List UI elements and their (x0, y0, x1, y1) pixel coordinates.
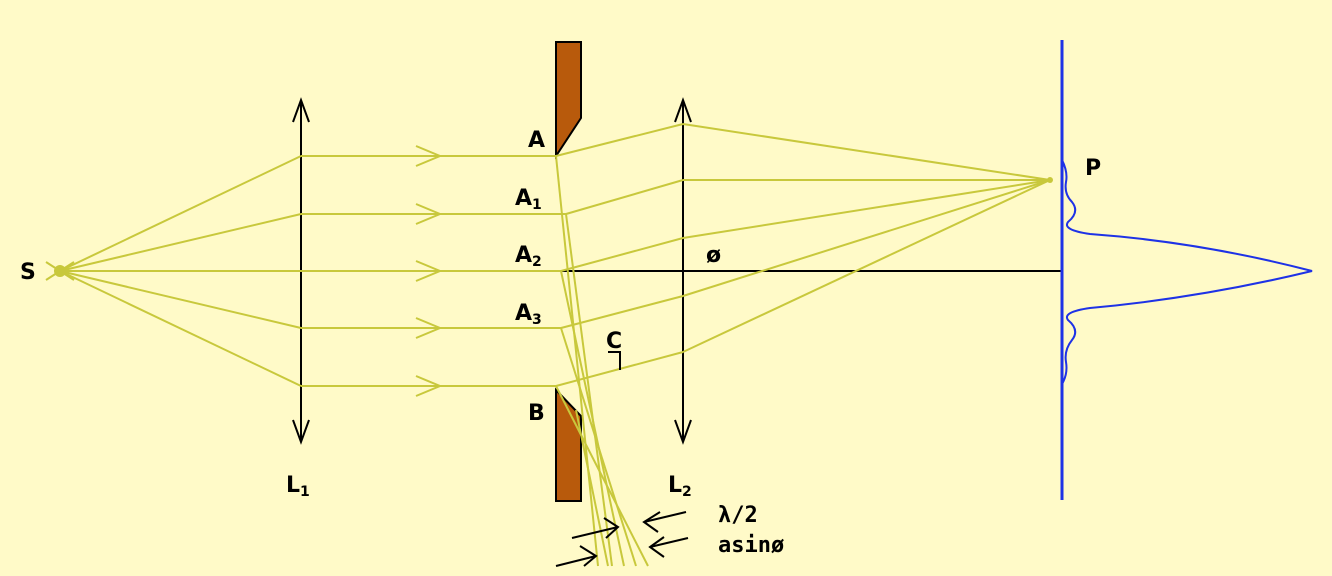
incident-rays (59, 145, 566, 397)
label-point-p: P (1085, 156, 1101, 181)
label-a3: A3 (515, 301, 542, 328)
label-c: C (606, 329, 622, 354)
label-slit-top: A (528, 128, 545, 153)
label-lens-2: L2 (668, 473, 692, 500)
label-lambda-half: λ/2 (718, 503, 758, 528)
label-source: S (20, 260, 36, 285)
label-slit-bottom: B (528, 401, 545, 426)
source-point (45, 261, 75, 281)
label-lens-1: L1 (286, 473, 310, 500)
label-a2: A2 (515, 243, 542, 270)
label-a1: A1 (515, 186, 542, 213)
label-angle-phi: ø (706, 243, 721, 268)
slit-jaw-bottom (555, 387, 582, 502)
slit-jaw-top (555, 41, 582, 160)
half-wave-arrows (555, 511, 689, 567)
lens-l2 (674, 97, 692, 445)
construction-lines (555, 155, 649, 567)
diffraction-intensity-curve (1061, 132, 1313, 410)
diffracted-rays (555, 123, 1051, 387)
angle-c-mark (608, 351, 621, 370)
label-asin-phi: asinø (718, 533, 784, 558)
